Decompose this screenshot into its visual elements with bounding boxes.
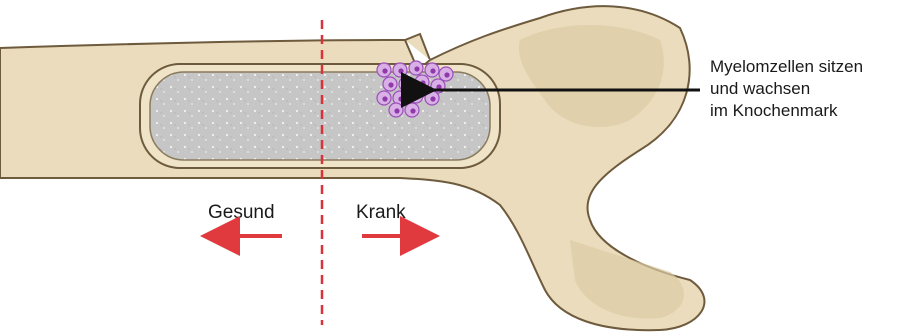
myeloma-cell-nucleus — [382, 68, 387, 73]
myeloma-cell-nucleus — [430, 68, 435, 73]
myeloma-cell-nucleus — [430, 96, 435, 101]
myeloma-cell-nucleus — [394, 108, 399, 113]
label-sick: Krank — [356, 202, 406, 223]
myeloma-cell-nucleus — [398, 96, 403, 101]
callout-line-3: im Knochenmark — [710, 101, 838, 120]
myeloma-cell-nucleus — [398, 68, 403, 73]
myeloma-cell-nucleus — [382, 96, 387, 101]
label-healthy: Gesund — [208, 202, 275, 223]
callout-text: Myelomzellen sitzen und wachsen im Knoch… — [710, 57, 868, 120]
myeloma-cell-nucleus — [404, 82, 409, 87]
myeloma-cell-nucleus — [414, 94, 419, 99]
myeloma-cell-nucleus — [410, 108, 415, 113]
callout-line-2: und wachsen — [710, 79, 810, 98]
myeloma-cell-nucleus — [414, 66, 419, 71]
myeloma-cell-nucleus — [388, 82, 393, 87]
myeloma-cell-nucleus — [444, 72, 449, 77]
myeloma-cell-nucleus — [420, 80, 425, 85]
callout-line-1: Myelomzellen sitzen — [710, 57, 863, 76]
